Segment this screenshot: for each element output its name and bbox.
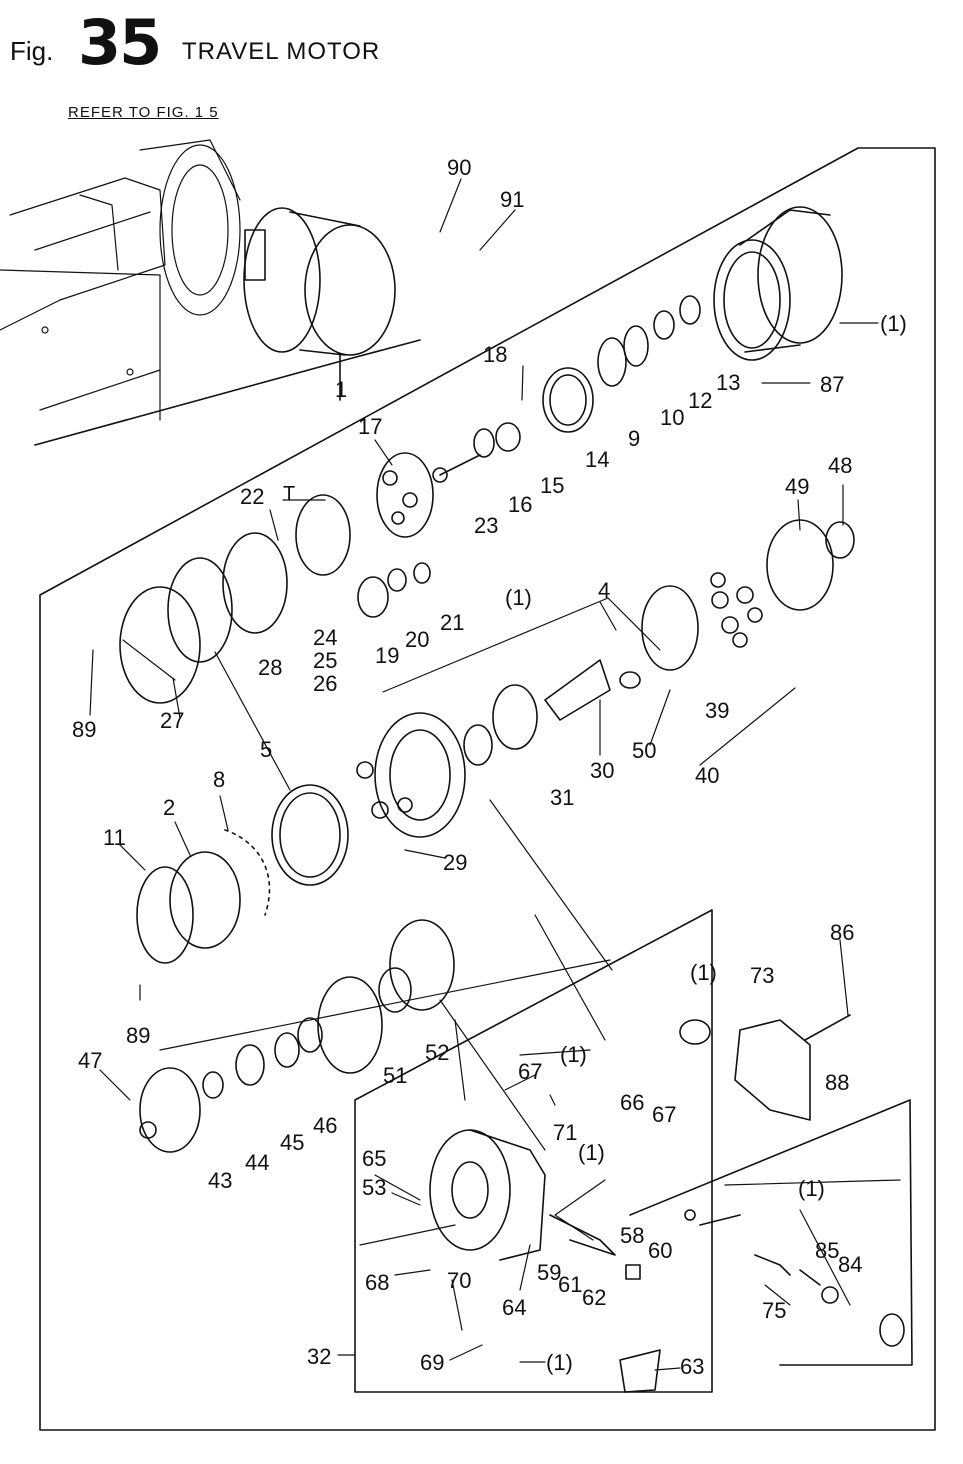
callout-90: 90 [447,155,471,180]
callout-84: 84 [838,1252,862,1277]
callout-30: 30 [590,758,614,783]
callout-85: 85 [815,1238,839,1263]
callout-65: 65 [362,1146,386,1171]
callout-89-bottom: 89 [126,1023,150,1048]
track-frame-sketch [0,140,240,420]
valve-frame [630,1100,912,1365]
callout-66: 66 [620,1090,644,1115]
callout-67-bottom: 67 [652,1102,676,1127]
cover-plate [120,587,200,703]
relief-valve-parts [685,1210,904,1346]
callout-19: 19 [375,643,399,668]
callout-23: 23 [474,513,498,538]
callout-1-relief: (1) [798,1176,825,1201]
callout-1-shaft: (1) [505,585,532,610]
callout-73: 73 [750,963,774,988]
callout-5: 5 [260,737,272,762]
callout-9: 9 [628,426,640,451]
callout-43: 43 [208,1168,232,1193]
callout-91: 91 [500,187,524,212]
callout-51: 51 [383,1063,407,1088]
gear-row-top [433,296,700,482]
callout-75: 75 [762,1298,786,1323]
callout-29: 29 [443,850,467,875]
callout-50: 50 [632,738,656,763]
callout-1-valve: (1) [690,960,717,985]
thrust-plate [296,495,350,575]
motor-assembly-icon [244,208,395,400]
swash-plate [642,520,854,670]
callout-28: 28 [258,655,282,680]
callout-2: 2 [163,795,175,820]
callout-58: 58 [620,1223,644,1248]
callout-53: 53 [362,1175,386,1200]
callout-40: 40 [695,763,719,788]
callout-8: 8 [213,767,225,792]
carrier-part [358,453,433,617]
callout-26: 26 [313,671,337,696]
callout-31: 31 [550,785,574,810]
callout-88: 88 [825,1070,849,1095]
callout-62: 62 [582,1285,606,1310]
callout-60: 60 [648,1238,672,1263]
callout-68: 68 [365,1270,389,1295]
callout-17: 17 [358,414,382,439]
callout-22: 22 [240,484,264,509]
callout-1-spool: (1) [560,1042,587,1067]
callout-11: 11 [103,825,126,850]
callout-86: 86 [830,920,854,945]
callout-70: 70 [447,1268,471,1293]
callout-71: 71 [553,1120,577,1145]
callout-46: 46 [313,1113,337,1138]
valve-plate-group [140,920,454,1152]
callout-64: 64 [502,1295,526,1320]
callout-27: 27 [160,708,184,733]
callout-1-housing: (1) [880,311,907,336]
callout-21: 21 [440,610,464,635]
callout-47: 47 [78,1048,102,1073]
callout-32: 32 [307,1344,331,1369]
callout-13: 13 [716,370,740,395]
callout-25: 25 [313,648,337,673]
callout-16: 16 [508,492,532,517]
callout-63: 63 [680,1354,704,1379]
callout-89-top: 89 [72,717,96,742]
callout-48: 48 [828,453,852,478]
callout-T: T [283,483,295,505]
callout-15: 15 [540,473,564,498]
callout-1: 1 [335,377,347,402]
callout-44: 44 [245,1150,269,1175]
callout-69: 69 [420,1350,444,1375]
callout-10: 10 [660,405,684,430]
shaft-assembly [357,660,640,837]
callout-20: 20 [405,627,429,652]
callout-4: 4 [598,578,610,603]
assembly-frame [40,148,935,1430]
valve-housing [430,1015,850,1392]
snap-ring [223,533,287,633]
callout-45: 45 [280,1130,304,1155]
sub-frame [355,910,712,1392]
callout-1-plug: (1) [546,1350,573,1375]
callout-39: 39 [705,698,729,723]
callout-49: 49 [785,474,809,499]
callout-87: 87 [820,372,844,397]
callout-14: 14 [585,447,609,472]
callout-61: 61 [558,1272,582,1297]
callout-12: 12 [688,388,712,413]
callout-18: 18 [483,342,507,367]
callout-24: 24 [313,625,337,650]
callout-67-top: 67 [518,1059,542,1084]
housing-part [714,207,842,360]
callout-1-body: (1) [578,1140,605,1165]
callout-52: 52 [425,1040,449,1065]
